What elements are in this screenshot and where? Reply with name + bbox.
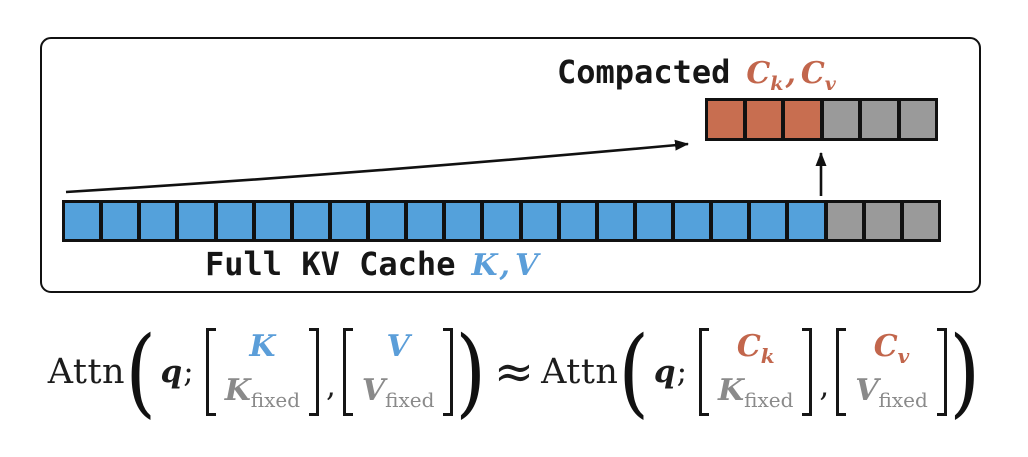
cache-cell-blue [217, 203, 252, 239]
right-bracket [443, 328, 454, 416]
matrix-K-stack: K Kfixed [205, 328, 320, 416]
cache-cell-blue [408, 203, 443, 239]
approx-symbol: ≈ [493, 344, 535, 400]
V-fixed-entry: Vfixed [855, 373, 928, 412]
K-fixed-entry: Kfixed [224, 373, 301, 412]
query-symbol: q [160, 354, 183, 390]
V-entry: V [386, 329, 410, 364]
query-symbol: q [653, 354, 676, 390]
cache-cell-gray [823, 101, 858, 138]
cache-cell-blue [141, 203, 176, 239]
cache-cell-orange [746, 101, 781, 138]
cache-cell-gray [903, 203, 938, 239]
cache-cell-gray [827, 203, 862, 239]
cache-cell-blue [103, 203, 138, 239]
left-bracket [699, 328, 710, 416]
left-bracket [836, 328, 847, 416]
cache-cell-blue [636, 203, 671, 239]
right-paren: ) [455, 316, 487, 428]
cache-cell-blue [446, 203, 481, 239]
cache-cell-blue [522, 203, 557, 239]
K-entry: K [249, 329, 276, 364]
cache-cell-blue [255, 203, 290, 239]
K-fixed-entry: Kfixed [718, 373, 794, 412]
compacted-label-row: Compacted Ck , Cv [557, 53, 836, 95]
cache-cell-blue [675, 203, 710, 239]
left-paren: ( [618, 316, 650, 428]
Cv-entry: Cv [873, 329, 910, 368]
V-fixed-entry: Vfixed [361, 373, 435, 412]
right-bracket [802, 328, 813, 416]
cache-cell-gray [900, 101, 935, 138]
compacted-label: Compacted [557, 53, 731, 91]
attn-right: Attn [541, 352, 619, 392]
right-paren: ) [949, 316, 980, 428]
left-bracket [342, 328, 353, 416]
cache-cell-blue [560, 203, 595, 239]
matrix-Cv-stack: Cv Vfixed [836, 328, 947, 416]
cache-cell-orange [708, 101, 743, 138]
full-kv-cache-bar [62, 200, 941, 242]
left-bracket [205, 328, 216, 416]
cache-cell-gray [862, 101, 897, 138]
cache-cell-blue [370, 203, 405, 239]
attn-left: Attn [47, 352, 126, 392]
cache-cell-blue [789, 203, 824, 239]
Ck-entry: Ck [736, 329, 775, 368]
full-cache-label: Full KV Cache [205, 245, 456, 283]
full-cache-symbols: K , V [471, 248, 539, 283]
matrix-Ck-stack: Ck Kfixed [699, 328, 813, 416]
matrix-V-stack: V Vfixed [342, 328, 454, 416]
right-bracket [309, 328, 320, 416]
cache-cell-blue [598, 203, 633, 239]
compacted-cache-bar [705, 98, 938, 141]
attention-formula: Attn ( q ; K Kfixed , V Vfixed ) ≈ Attn … [47, 316, 980, 428]
left-paren: ( [125, 316, 157, 428]
cache-cell-blue [713, 203, 748, 239]
cache-cell-blue [65, 203, 100, 239]
compacted-symbols: Ck , Cv [746, 56, 836, 95]
cache-cell-orange [785, 101, 820, 138]
cache-cell-blue [179, 203, 214, 239]
cache-cell-blue [484, 203, 519, 239]
cache-cell-blue [293, 203, 328, 239]
full-cache-label-row: Full KV Cache K , V [205, 245, 538, 283]
cache-cell-blue [331, 203, 366, 239]
right-bracket [936, 328, 947, 416]
cache-cell-gray [865, 203, 900, 239]
cache-cell-blue [751, 203, 786, 239]
